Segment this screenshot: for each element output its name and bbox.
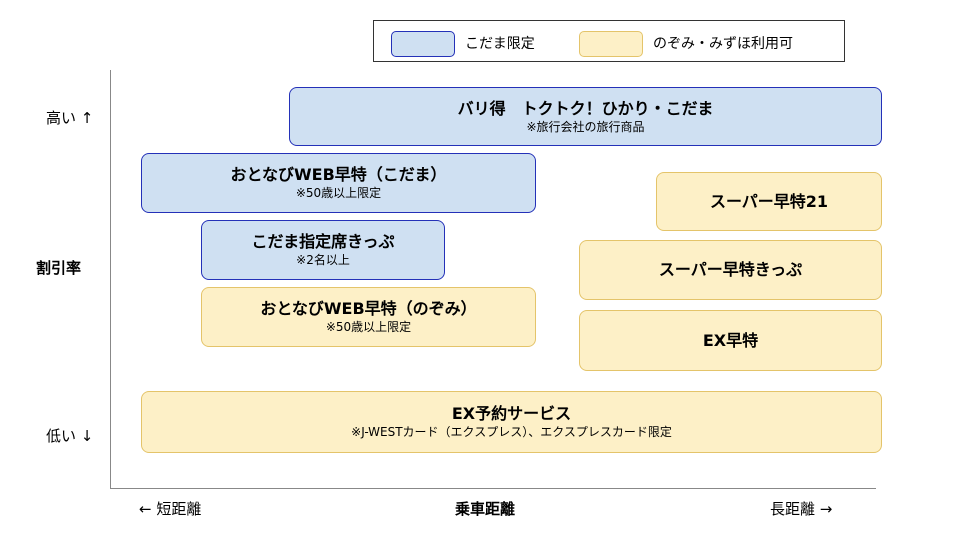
- legend: こだま限定 のぞみ・みずほ利用可: [373, 20, 845, 62]
- product-box-otonabi-nozomi: おとなびWEB早特（のぞみ） ※50歳以上限定: [201, 287, 536, 347]
- legend-swatch-kodama: [391, 31, 455, 57]
- product-title: バリ得 トクトク！ひかり・こだま: [457, 98, 714, 118]
- y-axis-high-label: 高い ↑: [46, 109, 94, 127]
- x-axis-long-label: 長距離 →: [770, 500, 833, 518]
- y-axis-low-label: 低い ↓: [46, 427, 94, 445]
- legend-swatch-nozomi: [579, 31, 643, 57]
- product-title: おとなびWEB早特（こだま）: [230, 165, 447, 184]
- x-axis-short-label: ← 短距離: [139, 500, 202, 518]
- legend-label-nozomi: のぞみ・みずほ利用可: [653, 36, 793, 52]
- x-axis-line: [110, 488, 876, 489]
- product-box-bari-toku: バリ得 トクトク！ひかり・こだま ※旅行会社の旅行商品: [289, 87, 882, 146]
- product-note: ※50歳以上限定: [325, 320, 412, 334]
- product-title: おとなびWEB早特（のぞみ）: [260, 299, 477, 318]
- y-axis-title: 割引率: [36, 259, 82, 277]
- product-title: スーパー早特21: [709, 191, 829, 211]
- product-title: こだま指定席きっぷ: [251, 232, 395, 251]
- product-title: スーパー早特きっぷ: [658, 260, 803, 279]
- product-note: ※50歳以上限定: [295, 186, 382, 200]
- product-title: EX早特: [702, 330, 759, 350]
- product-title: EX予約サービス: [451, 404, 572, 423]
- product-box-super-hayatoku-kippu: スーパー早特きっぷ: [579, 240, 882, 300]
- y-axis-line: [110, 70, 111, 488]
- product-box-otonabi-kodama: おとなびWEB早特（こだま） ※50歳以上限定: [141, 153, 536, 213]
- product-box-ex-yoyaku: EX予約サービス ※J-WESTカード（エクスプレス）、エクスプレスカード限定: [141, 391, 882, 453]
- product-box-ex-hayatoku: EX早特: [579, 310, 882, 371]
- product-note: ※J-WESTカード（エクスプレス）、エクスプレスカード限定: [351, 425, 672, 439]
- product-box-super-hayatoku-21: スーパー早特21: [656, 172, 882, 231]
- legend-label-kodama: こだま限定: [465, 36, 535, 52]
- x-axis-title: 乗車距離: [455, 500, 516, 518]
- product-box-kodama-shitei: こだま指定席きっぷ ※2名以上: [201, 220, 445, 280]
- product-note: ※2名以上: [296, 253, 350, 267]
- product-note: ※旅行会社の旅行商品: [526, 119, 645, 134]
